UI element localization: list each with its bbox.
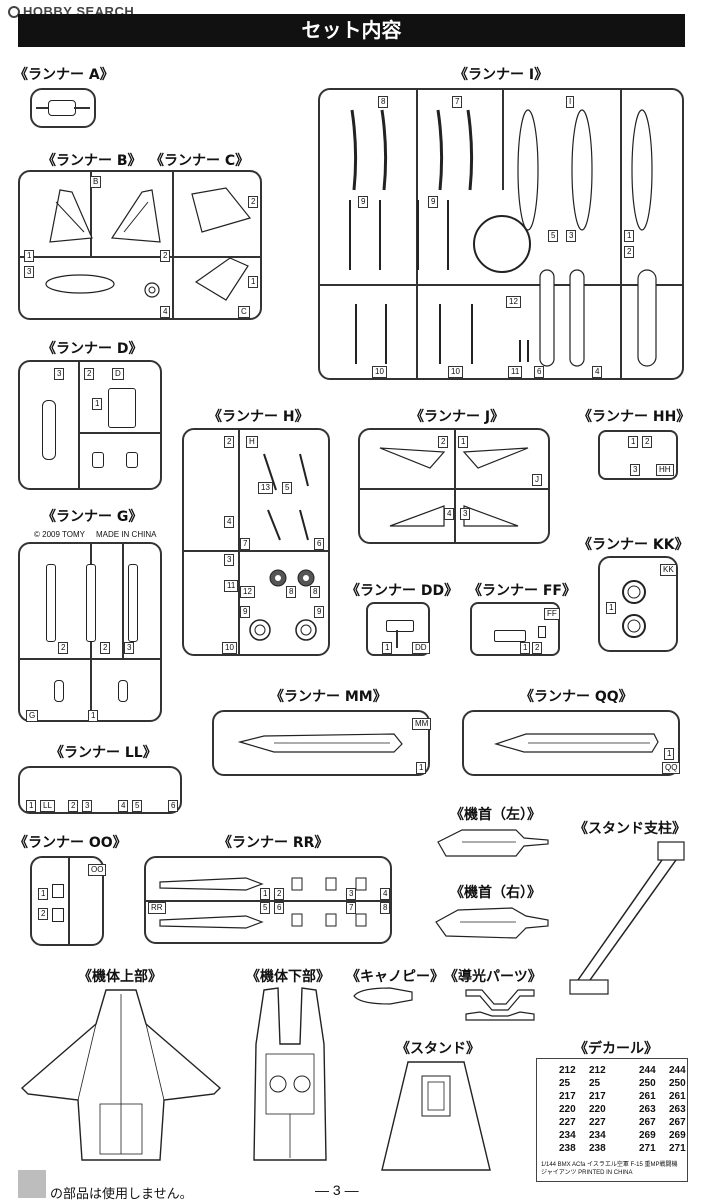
runner-i: 8 7 I 9 9 5 3 1 2 12 10 10 11 6 4	[318, 88, 684, 380]
lower-body-part	[253, 987, 327, 1161]
decal-number: 269	[669, 1130, 686, 1141]
upper-body-part	[20, 989, 222, 1161]
runner-g: 2 2 3 G 1	[18, 542, 162, 722]
runner-qq: 1 QQ	[462, 710, 681, 776]
runner-kk: KK 1	[598, 556, 678, 652]
decal-number: 217	[589, 1091, 606, 1102]
decal-number: 250	[669, 1078, 686, 1089]
decal-number: 212	[559, 1065, 576, 1076]
unused-parts-note: の部品は使用しません。	[50, 1187, 193, 1202]
decal-sheet: 212 212 244 244 25 25 250 250 217 217 261 261 220 220…	[536, 1058, 688, 1182]
label-decal: 《デカール》	[574, 1041, 658, 1057]
runner-g-copyright: © 2009 TOMY	[34, 530, 85, 539]
runner-a	[30, 88, 96, 128]
label-runner-b: 《ランナー B》	[42, 153, 142, 169]
page-title: セット内容	[18, 14, 685, 47]
label-runner-kk: 《ランナー KK》	[578, 537, 689, 553]
runner-d: 3 2 D 1	[18, 360, 162, 490]
runner-h-parts	[249, 453, 317, 641]
decal-number: 250	[639, 1078, 656, 1089]
decal-number: 217	[559, 1091, 576, 1102]
nose-right-part	[435, 907, 549, 939]
label-upper-body: 《機体上部》	[78, 969, 162, 985]
runner-rr: 1 2 3 4 RR 5 6 7 8	[144, 856, 392, 944]
label-runner-dd: 《ランナー DD》	[346, 583, 459, 599]
decal-number: 244	[669, 1065, 686, 1076]
decal-number: 220	[589, 1104, 606, 1115]
label-runner-h: 《ランナー H》	[208, 409, 309, 425]
runner-mm: MM 1	[212, 710, 432, 776]
decal-number: 212	[589, 1065, 606, 1076]
decal-number: 220	[559, 1104, 576, 1115]
runner-qq-parts	[493, 733, 659, 753]
decal-number: 227	[559, 1117, 576, 1128]
label-runner-hh: 《ランナー HH》	[578, 409, 691, 425]
decal-number: 263	[639, 1104, 656, 1115]
label-runner-a: 《ランナー A》	[14, 67, 114, 83]
decal-number: 269	[639, 1130, 656, 1141]
label-runner-c: 《ランナー C》	[150, 153, 250, 169]
decal-number: 25	[559, 1078, 571, 1089]
decal-number: 234	[589, 1130, 606, 1141]
label-runner-oo: 《ランナー OO》	[14, 835, 127, 851]
runner-j: 2 1 J 4 3	[358, 428, 550, 544]
label-runner-ll: 《ランナー LL》	[50, 745, 157, 761]
decal-number: 271	[669, 1143, 686, 1154]
label-runner-j: 《ランナー J》	[410, 409, 505, 425]
label-stand-pole: 《スタンド支柱》	[574, 821, 686, 837]
decal-number: 261	[639, 1091, 656, 1102]
watermark-logo-icon	[8, 6, 20, 18]
decal-number: 263	[669, 1104, 686, 1115]
label-runner-i: 《ランナー I》	[454, 67, 549, 83]
decal-number: 234	[559, 1130, 576, 1141]
runner-ll: 1 LL 2 3 4 5 6	[18, 766, 182, 814]
runner-oo: OO 1 2	[30, 856, 107, 946]
runner-ff: FF 1 2	[470, 602, 560, 656]
label-canopy: 《キャノピー》	[346, 969, 444, 985]
label-runner-mm: 《ランナー MM》	[270, 689, 387, 705]
label-runner-g: 《ランナー G》	[42, 509, 143, 525]
page-number: — 3 —	[315, 1182, 359, 1198]
stand-pole-part	[569, 841, 685, 995]
decal-number: 227	[589, 1117, 606, 1128]
decal-number: 267	[669, 1117, 686, 1128]
decal-number: 238	[559, 1143, 576, 1154]
decal-number: 25	[589, 1078, 601, 1089]
runner-i-parts	[349, 109, 657, 367]
runner-g-made-in: MADE IN CHINA	[96, 530, 157, 539]
runner-kk-parts	[622, 580, 646, 638]
runner-rr-parts	[159, 877, 367, 929]
runner-h: 2 H 13 5 4 7 6 3 11 12 8 8 9 9 10	[182, 428, 330, 656]
label-runner-ff: 《ランナー FF》	[468, 583, 577, 599]
decal-number: 244	[639, 1065, 656, 1076]
runner-dd: 1 DD	[366, 602, 430, 656]
runner-b-c: B 1 2 3 4 2 1 C	[18, 170, 262, 320]
label-light-guide: 《導光パーツ》	[444, 969, 542, 985]
canopy-part	[353, 987, 413, 1005]
light-guide-part	[465, 989, 535, 1021]
unused-swatch	[18, 1170, 46, 1198]
decal-number: 261	[669, 1091, 686, 1102]
label-runner-rr: 《ランナー RR》	[218, 835, 329, 851]
label-nose-right: 《機首（右）》	[450, 885, 541, 901]
nose-left-part	[437, 829, 549, 857]
runner-mm-parts	[237, 733, 403, 753]
label-runner-qq: 《ランナー QQ》	[520, 689, 633, 705]
decal-number: 271	[639, 1143, 656, 1154]
runner-b-parts	[45, 187, 252, 301]
label-stand: 《スタンド》	[396, 1041, 480, 1057]
runner-hh: 1 2 3 HH	[598, 430, 678, 480]
runner-j-parts	[379, 447, 529, 527]
decal-number: 238	[589, 1143, 606, 1154]
label-nose-left: 《機首（左）》	[450, 807, 541, 823]
label-lower-body: 《機体下部》	[246, 969, 330, 985]
decal-footer: 1/144 BMX ACfa イスラエル空軍 F-15 重MP戦闘機 ジャイアン…	[541, 1162, 678, 1176]
decal-number: 267	[639, 1117, 656, 1128]
label-runner-d: 《ランナー D》	[42, 341, 143, 357]
stand-part	[381, 1061, 491, 1171]
